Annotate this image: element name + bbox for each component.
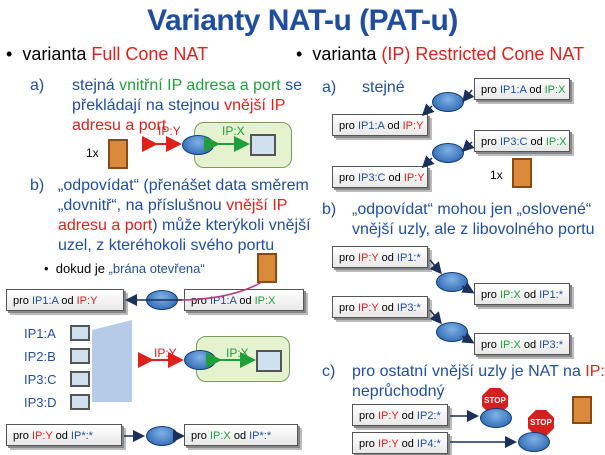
router-icon — [436, 272, 468, 292]
door-closed-icon — [572, 396, 592, 424]
packet-r4: pro IP3:C od IP:Y — [332, 166, 428, 188]
count-label: 1x — [86, 146, 99, 160]
right-c-line2: neprůchodný — [352, 383, 445, 400]
packet-arrow — [461, 139, 475, 153]
packet-arrow — [462, 89, 475, 103]
packet-arrow — [429, 309, 442, 325]
computer-icon — [70, 325, 90, 341]
computer-icon — [250, 134, 276, 156]
router-icon — [518, 432, 550, 452]
left-b-line1: „odpovídat“ (přenášet data směrem — [58, 177, 309, 194]
right-c-line1: pro ostatní vnější uzly je NAT na IP:Y — [352, 363, 605, 380]
left-b-line2: „dovnitř“, na příslušnou vnější IP — [58, 197, 288, 214]
right-a-text: stejné — [362, 79, 405, 96]
packet-pro-ipy-od-any: pro IP:Y od IP*:* — [6, 424, 122, 446]
ip-y-label: IP:Y — [158, 124, 181, 138]
right-a-label: a) — [322, 79, 337, 96]
left-sub-bullet: • dokud je „brána otevřena“ — [44, 261, 205, 276]
host-label: IP2:B — [24, 349, 56, 364]
left-b-label: b) — [30, 177, 45, 194]
right-b-line1: „odpovídat“ mohou jen „oslovené“ — [352, 201, 592, 218]
packet-arrow — [421, 103, 435, 117]
router-icon — [436, 322, 468, 342]
left-b-line3: adresu a port) může kterýkoli vnější — [58, 217, 311, 234]
packet-pro-ip1a-od-ipx: pro IP1:A od IP:X — [184, 289, 304, 311]
gate-link — [177, 281, 263, 301]
computer-icon — [70, 394, 90, 410]
right-heading: • varianta (IP) Restricted Cone NAT — [296, 44, 585, 64]
slide-title: Varianty NAT-u (PAT-u) — [147, 4, 458, 37]
host-label: IP1:A — [24, 326, 56, 341]
packet-arrow — [429, 259, 442, 275]
router-icon — [432, 143, 464, 163]
right-c-label: c) — [322, 363, 336, 380]
packet-arrow — [461, 332, 475, 344]
host-label: IP3:C — [24, 372, 57, 387]
packet-r2: pro IP1:A od IP:Y — [332, 114, 428, 136]
packet-r3: pro IP3:C od IP:X — [474, 130, 570, 152]
packet-arrow — [421, 155, 435, 169]
computer-icon — [256, 350, 282, 372]
packet-r1: pro IP1:A od IP:X — [474, 78, 570, 100]
bullet: • — [6, 44, 23, 64]
packet-t1: pro IP:Y od IP2:* — [352, 404, 448, 426]
packet-s4: pro IP:X od IP3:* — [474, 333, 570, 355]
packet-t2: pro IP:Y od IP4:* — [352, 432, 448, 454]
stop-sign-icon: STOP — [528, 410, 554, 436]
packet-pro-ipx-od-any: pro IP:X od IP*:* — [184, 424, 298, 446]
right-b-line2: vnější uzly, ale z libovolného portu — [352, 221, 595, 238]
packet-s1: pro IP:Y od IP1:* — [332, 246, 428, 268]
count-label: 1x — [490, 168, 503, 182]
host-fan — [92, 320, 132, 402]
door-icon — [512, 158, 532, 188]
router-icon — [480, 408, 512, 428]
ip-x-label: IP:X — [222, 124, 245, 138]
right-b-label: b) — [322, 201, 337, 218]
computer-icon — [70, 371, 90, 387]
left-a-line3: adresu a port — [72, 117, 167, 134]
host-label: IP3:D — [24, 395, 57, 410]
packet-s2: pro IP:X od IP1:* — [474, 283, 570, 305]
packet-pro-ip1a-od-ipy: pro IP1:A od IP:Y — [6, 289, 124, 311]
left-a-line1: stejná vnitřní IP adresa a port se — [72, 77, 303, 94]
door-icon — [108, 139, 128, 169]
packet-arrow — [461, 282, 475, 294]
left-a-label: a) — [30, 77, 45, 94]
packet-s3: pro IP:Y od IP3:* — [332, 296, 428, 318]
left-heading: • varianta Full Cone NAT — [6, 44, 209, 64]
door-open-icon — [257, 253, 277, 283]
computer-icon — [70, 348, 90, 364]
left-b-line4: uzel, z kteréhokoli svého portu — [58, 237, 275, 254]
left-a-line2: překládají na stejnou vnější IP — [72, 97, 286, 114]
